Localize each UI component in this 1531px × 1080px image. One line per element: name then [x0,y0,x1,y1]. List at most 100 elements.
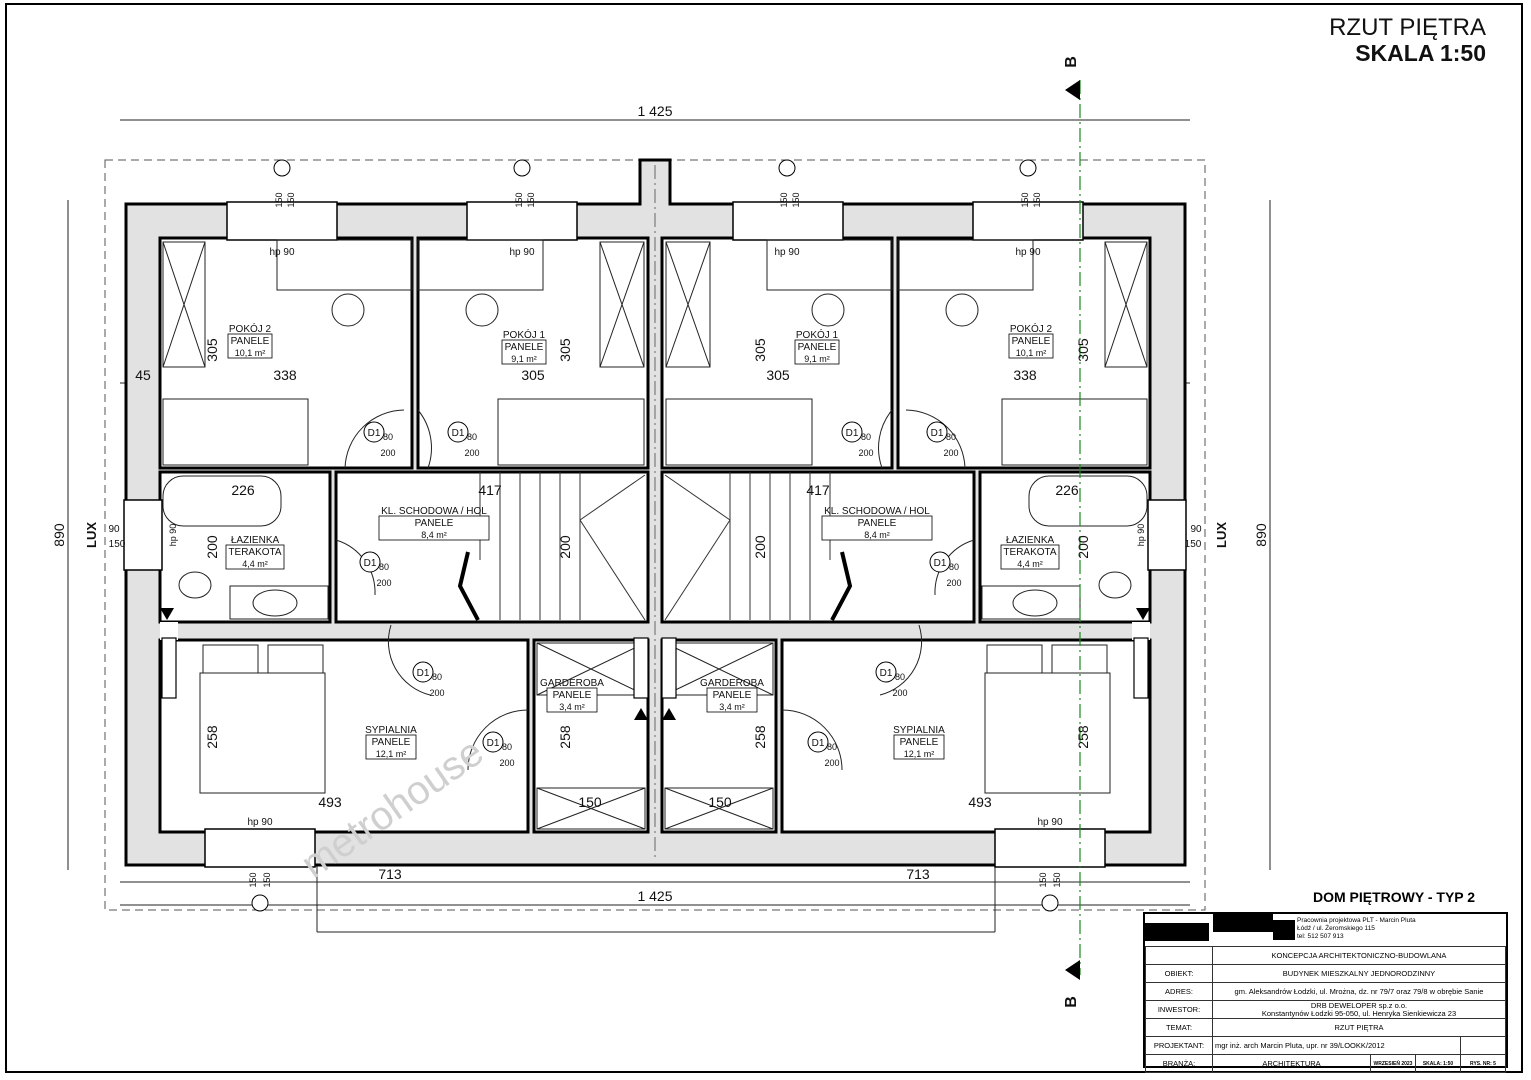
door-tag-label: D1 [931,428,944,439]
firm-logo: Pracownia projektowa PLT - Marcin Pluta … [1145,914,1506,946]
door-tag [807,731,829,753]
dimension-label: 80 [379,562,389,572]
dimension-label: 150 [779,192,789,207]
door-tag-label: D1 [812,738,825,749]
project-heading: KONCEPCJA ARCHITEKTONICZNO-BUDOWLANA [1212,946,1506,965]
dimension-label: 200 [499,758,514,768]
dimension-label: 200 [824,758,839,768]
dimension-label: 200 [892,688,907,698]
door-tag [482,731,504,753]
dimension-label: 226 [231,482,255,498]
room-name: POKÓJ 2 [1010,322,1053,335]
dimension-label: 417 [806,482,830,498]
door-tag-label: D1 [368,428,381,439]
dimension-label: 258 [752,725,768,749]
room-area: 3,4 m² [559,702,585,712]
value-inwestor: DRB DEWELOPER sp.z o.o.Konstantynów Łodz… [1212,1000,1506,1019]
dimension-label: 200 [429,688,444,698]
dimension-label: hp 90 [1136,524,1146,547]
axis-marker [778,159,796,177]
room-area: 8,4 m² [864,530,890,540]
room-name: KL. SCHODOWA / HOL [381,506,487,517]
dimension-label: 338 [273,367,297,383]
drawing-scale: SKALA 1:50 [1355,40,1486,66]
room-floor: TERAKOTA [228,547,281,558]
room-name: SYPIALNIA [893,725,945,736]
dimension-label: 80 [432,672,442,682]
drawing-title: RZUT PIĘTRA [1329,14,1486,41]
axis-marker [251,894,269,912]
label-adres: ADRES: [1145,982,1213,1001]
room-tag-box [794,339,840,365]
room-name: POKÓJ 1 [796,328,839,341]
dimension-label: 150 [286,192,296,207]
room-name: POKÓJ 2 [229,322,272,335]
room-area: 10,1 m² [1016,348,1047,358]
value-branza: ARCHITEKTURA [1212,1054,1371,1073]
overall-width-dim: 1 425 [637,103,672,119]
room-name: SYPIALNIA [365,725,417,736]
lux-label: LUX [84,522,99,548]
value-temat: RZUT PIĘTRA [1212,1018,1506,1037]
value-date: WRZESIEŃ 2023 [1370,1054,1416,1073]
dimension-label: 200 [464,448,479,458]
dimension-label: 45 [135,367,151,383]
dimension-label: 150 [262,872,272,887]
section-arrow-bottom [1065,960,1080,980]
door-tag [412,661,434,683]
room-name: GARDEROBA [700,678,764,689]
firm-name: Pracownia projektowa PLT - Marcin Pluta [1297,917,1416,924]
overall-width-dim: 1 425 [637,888,672,904]
room-floor: PANELE [900,737,939,748]
room-area: 9,1 m² [511,354,537,364]
dimension-label: 80 [502,742,512,752]
room-name: ŁAZIENKA [1006,535,1055,546]
room-floor: PANELE [415,518,454,529]
room-tag-box [706,687,758,713]
room-floor: PANELE [1012,336,1051,347]
dimension-label: 258 [557,725,573,749]
dimension-label: 226 [1055,482,1079,498]
dimension-label: hp 90 [509,247,534,258]
room-area: 8,4 m² [421,530,447,540]
room-floor: PANELE [372,737,411,748]
title-block: Pracownia projektowa PLT - Marcin Pluta … [1143,912,1508,1073]
door-tag [363,421,385,443]
dimension-label: 150 [791,192,801,207]
room-floor: TERAKOTA [1003,547,1056,558]
room-tag-box [1000,544,1060,570]
dimension-label: 150 [514,192,524,207]
dimension-label: 305 [752,338,768,362]
room-area: 3,4 m² [719,702,745,712]
dimension-label: 90 [1190,524,1202,535]
dimension-label: 150 [1032,192,1042,207]
dimension-label: 200 [380,448,395,458]
label-inwestor: INWESTOR: [1145,1000,1213,1019]
firm-address: Łódź / ul. Żeromskiego 115 [1297,925,1375,932]
dimension-label: 305 [204,338,220,362]
dimension-label: 305 [766,367,790,383]
room-area: 9,1 m² [804,354,830,364]
dimension-label: 200 [943,448,958,458]
dimension-label: hp 90 [1037,817,1062,828]
dimension-label: 258 [1075,725,1091,749]
room-name: GARDEROBA [540,678,604,689]
title-block-table: KONCEPCJA ARCHITEKTONICZNO-BUDOWLANA OBI… [1145,946,1506,1073]
dimension-label: 493 [318,794,342,810]
dimension-label: 150 [109,539,126,550]
room-tag-box [501,339,547,365]
dimension-label: 150 [1052,872,1062,887]
room-area: 10,1 m² [235,348,266,358]
dimension-label: 200 [204,535,220,559]
room-tag-box [365,734,417,760]
dimension-label: 80 [949,562,959,572]
dimension-label: 200 [752,535,768,559]
dimension-label: 150 [526,192,536,207]
dimension-label: 713 [378,866,402,882]
room-name: POKÓJ 1 [503,328,546,341]
firm-phone: tel: 512 507 913 [1297,933,1344,940]
dimension-label: 80 [467,432,477,442]
dimension-label: 200 [1075,535,1091,559]
